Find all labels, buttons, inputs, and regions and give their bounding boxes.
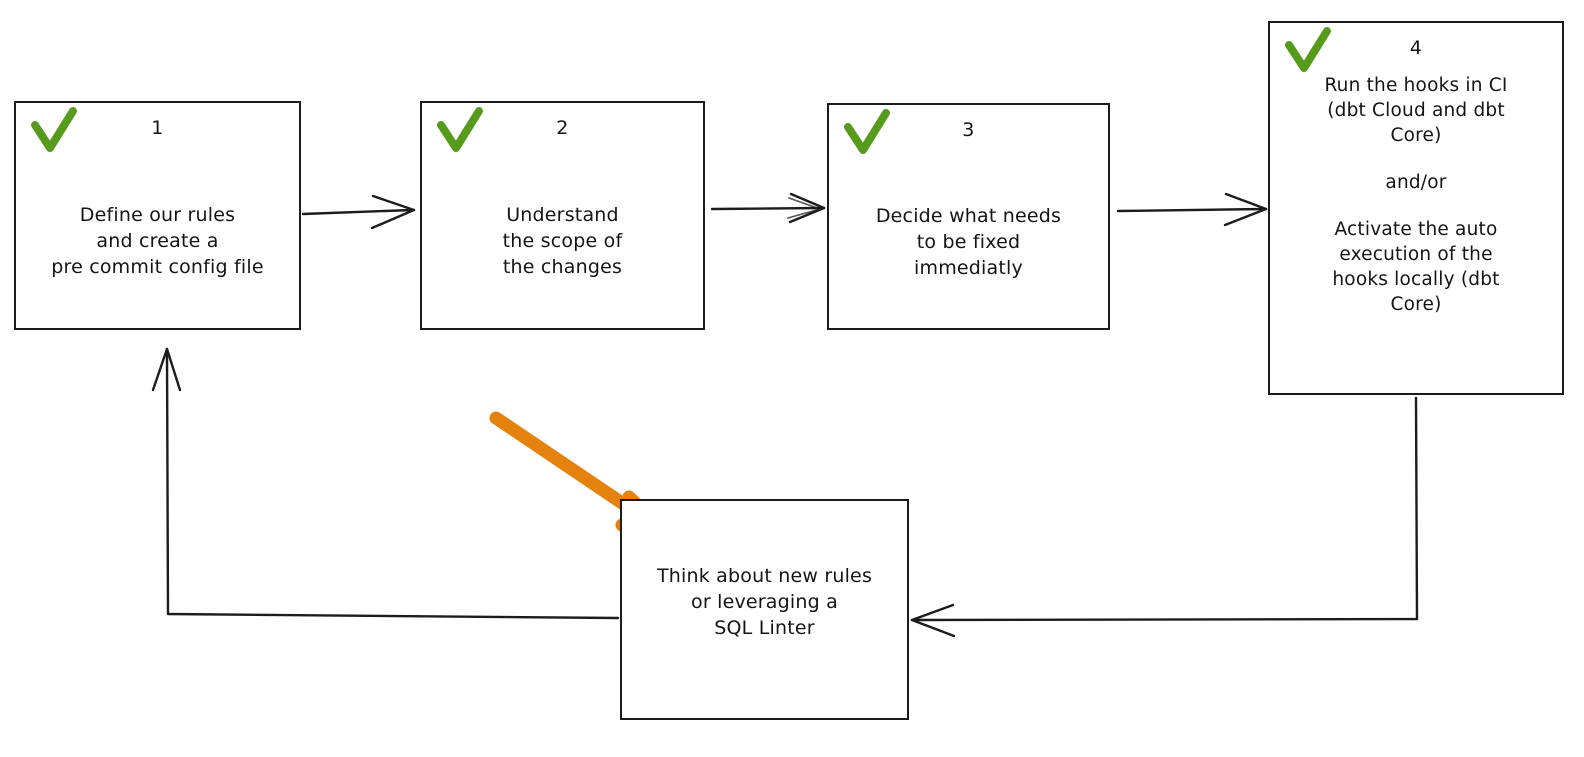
- node-text-line: Think about new rules: [656, 565, 873, 587]
- node-number: 2: [556, 117, 569, 139]
- arrow-1-to-2: [301, 194, 416, 230]
- node-text-line: SQL Linter: [714, 617, 815, 639]
- arrow-3-to-4: [1116, 192, 1268, 227]
- node-text-line: and/or: [1385, 172, 1447, 193]
- node-header: [622, 501, 907, 561]
- node-number: 3: [962, 119, 975, 141]
- node-header: 3: [829, 105, 1108, 161]
- green-checkmark-icon: [31, 107, 77, 152]
- arrow-loop-to-1: [151, 347, 620, 620]
- green-checkmark-icon: [1285, 27, 1331, 72]
- node-number: 4: [1409, 37, 1423, 59]
- node-text-line: Activate the auto: [1334, 219, 1498, 240]
- flow-node-step-1[interactable]: 1 Define our rules and create a pre comm…: [14, 101, 301, 330]
- node-number: 1: [151, 117, 164, 139]
- node-text-line: the changes: [502, 255, 623, 278]
- node-header: 1: [16, 103, 299, 159]
- green-checkmark-icon: [437, 107, 483, 152]
- green-checkmark-icon: [844, 109, 890, 154]
- node-text-line: the scope of: [502, 229, 623, 252]
- flow-node-step-2[interactable]: 2 Understand the scope of the changes: [420, 101, 705, 330]
- node-body: Think about new rules or leveraging a SQ…: [622, 561, 907, 718]
- flow-node-loop-back[interactable]: Think about new rules or leveraging a SQ…: [620, 499, 909, 720]
- node-text-line: Define our rules: [79, 203, 236, 226]
- node-text-line: Decide what needs: [875, 204, 1062, 227]
- node-text-line: Core): [1390, 294, 1442, 315]
- flow-node-step-4[interactable]: 4 Run the hooks in CI (dbt Cloud and dbt…: [1268, 21, 1564, 395]
- node-header: 4: [1270, 23, 1562, 72]
- node-text-line: execution of the: [1339, 244, 1493, 265]
- node-text-line: to be fixed: [916, 230, 1021, 253]
- flow-node-step-3[interactable]: 3 Decide what needs to be fixed immediat…: [827, 103, 1110, 330]
- arrow-2-to-3: [710, 192, 826, 224]
- node-text-line: (dbt Cloud and dbt: [1327, 100, 1505, 121]
- node-header: 2: [422, 103, 703, 159]
- node-body: Decide what needs to be fixed immediatly: [829, 161, 1108, 328]
- node-text-line: Core): [1390, 125, 1442, 146]
- node-text-line: Understand: [506, 203, 619, 226]
- node-body: Run the hooks in CI (dbt Cloud and dbt C…: [1270, 71, 1562, 393]
- node-text-line: immediatly: [914, 256, 1023, 279]
- node-text-line: Run the hooks in CI: [1324, 75, 1508, 96]
- arrow-4-to-loop: [910, 396, 1419, 638]
- node-text-line: hooks locally (dbt: [1332, 269, 1500, 290]
- node-text-line: pre commit config file: [51, 255, 264, 278]
- node-text-line: and create a: [96, 229, 219, 252]
- node-body: Define our rules and create a pre commit…: [16, 159, 299, 328]
- node-body: Understand the scope of the changes: [422, 159, 703, 328]
- node-text-line: or leveraging a: [691, 591, 838, 613]
